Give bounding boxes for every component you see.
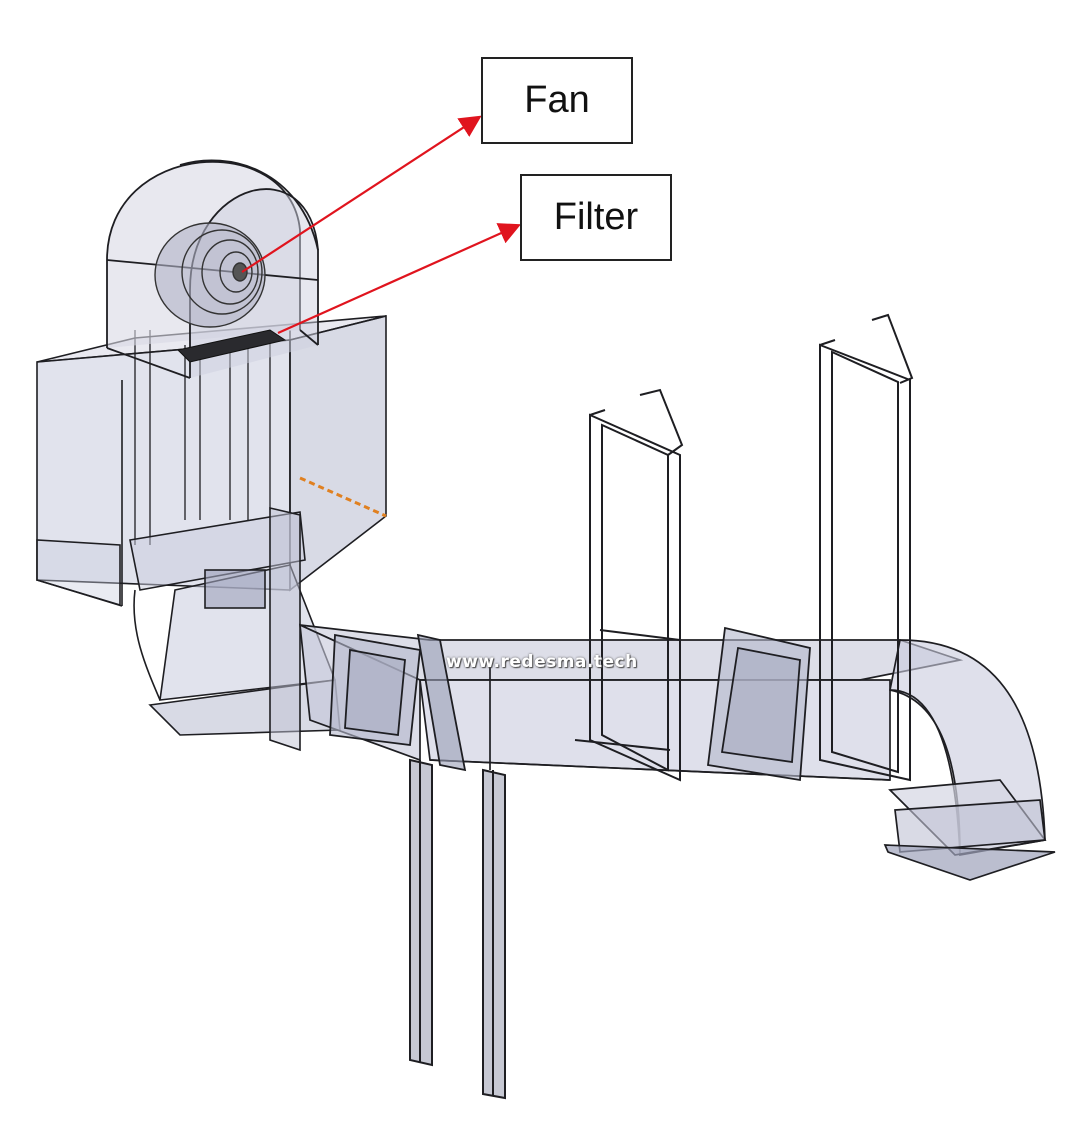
support-frames (574, 313, 914, 782)
support-legs (409, 758, 506, 1100)
fan-arrow (241, 115, 482, 273)
filter-label: Filter (520, 174, 672, 261)
transition-section (129, 506, 341, 752)
callout-arrows (241, 115, 522, 335)
elbow (883, 639, 1056, 881)
fan-rotor (154, 222, 266, 328)
internal-channels (134, 330, 291, 545)
fan-label: Fan (481, 57, 633, 144)
duct-flanges (329, 626, 811, 782)
filter (176, 329, 287, 363)
watermark: www.redesma.tech (446, 652, 638, 672)
filter-arrow (277, 223, 522, 335)
